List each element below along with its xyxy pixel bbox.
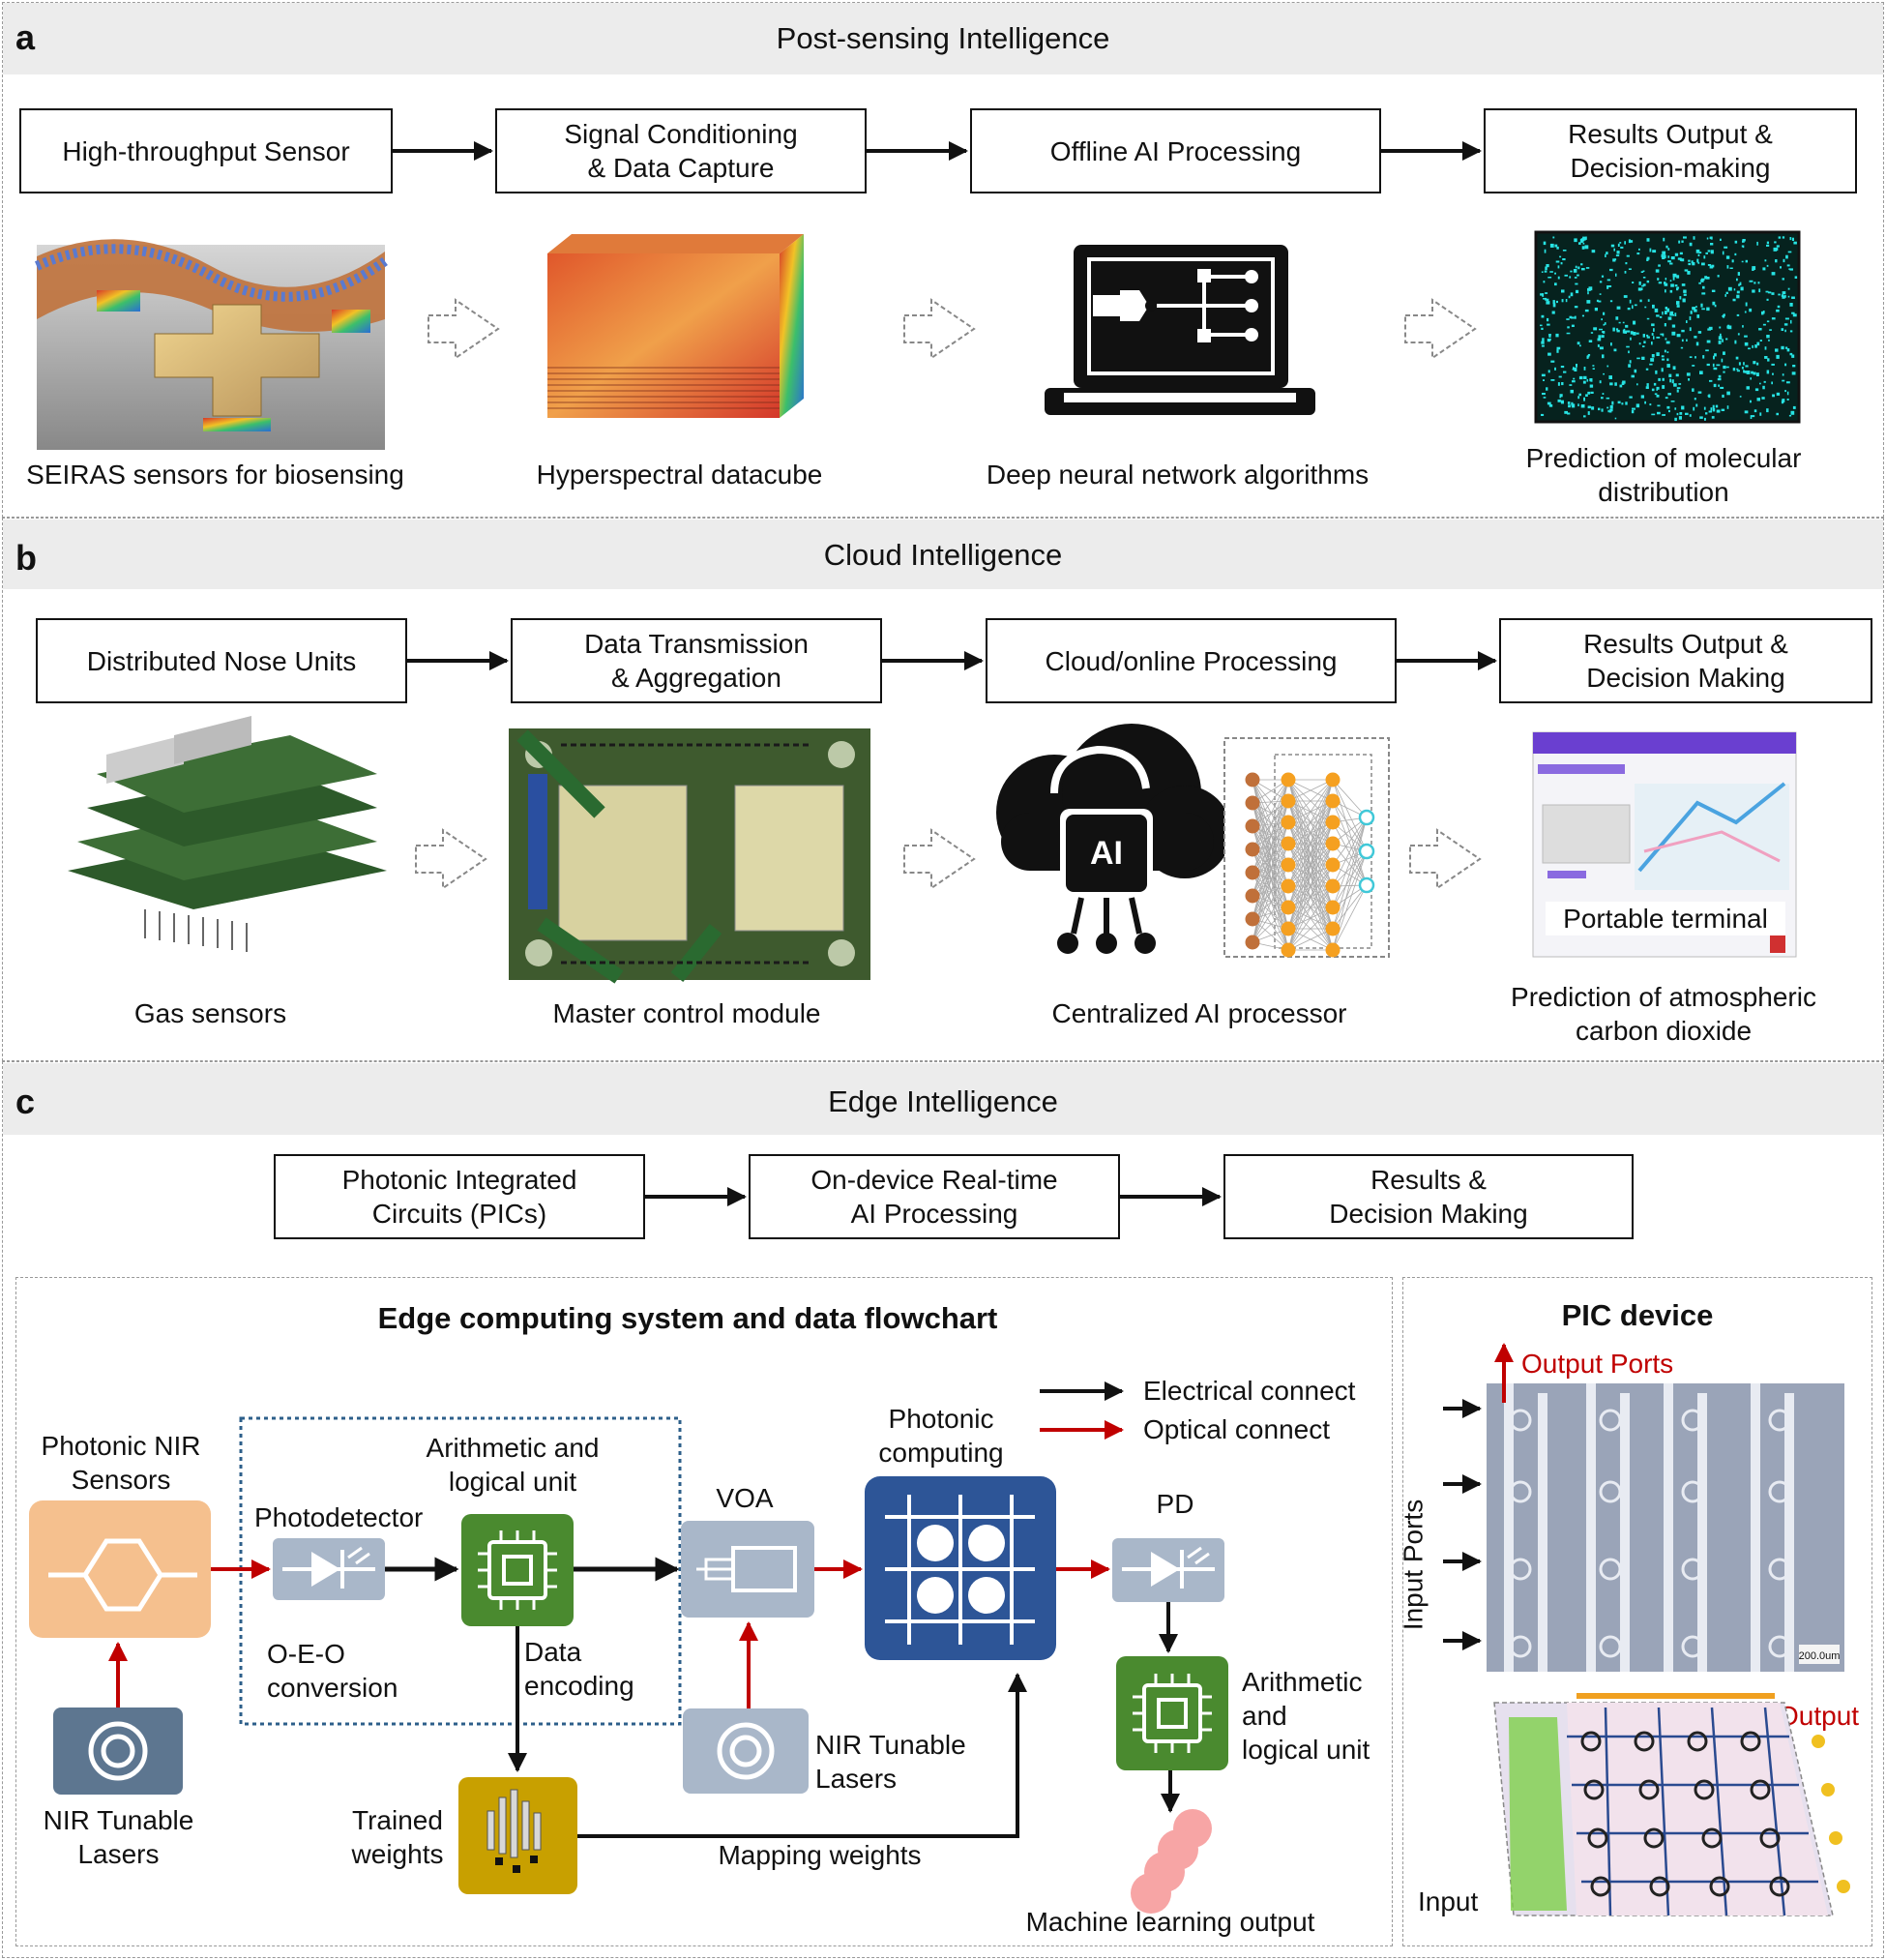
caption-centralized-ai: Centralized AI processor <box>1051 998 1347 1028</box>
label-input-ports: Input Ports <box>1398 1499 1429 1631</box>
legend-optical: Optical connect <box>1143 1414 1330 1444</box>
label-pd: PD <box>1156 1489 1194 1519</box>
label-photodetector: Photodetector <box>254 1502 424 1532</box>
label-voa: VOA <box>716 1483 774 1513</box>
box-results-output-a: Results Output & Decision-making <box>1484 108 1857 193</box>
label-alu-top: Arithmetic and logical unit <box>426 1433 600 1497</box>
box-offline-ai: Offline AI Processing <box>970 108 1381 193</box>
box-signal-conditioning: Signal Conditioning & Data Capture <box>495 108 867 193</box>
box-results-c: Results & Decision Making <box>1223 1154 1634 1239</box>
box-on-device-ai: On-device Real-time AI Processing <box>749 1154 1120 1239</box>
panel-c-title: Edge Intelligence <box>828 1084 1058 1118</box>
caption-master-control: Master control module <box>552 998 821 1028</box>
label-ml-output: Machine learning output <box>1025 1907 1315 1937</box>
label-photonic-computing: Photonic computing <box>878 1404 1004 1468</box>
panel-c-header <box>3 1063 1883 1135</box>
label-data-encoding: Data encoding <box>524 1637 634 1701</box>
panel-a-header <box>3 3 1883 74</box>
panel-b-letter: b <box>15 538 37 578</box>
caption-dnn: Deep neural network algorithms <box>986 460 1370 490</box>
panel-a-letter: a <box>15 17 36 57</box>
caption-gas-sensors: Gas sensors <box>133 998 287 1028</box>
label-nir-lasers-mid: NIR Tunable Lasers <box>815 1730 966 1794</box>
label-mapping-weights: Mapping weights <box>718 1840 922 1870</box>
caption-molecular: Prediction of molecular distribution <box>1525 443 1802 507</box>
caption-seiras: SEIRAS sensors for biosensing <box>26 460 404 490</box>
label-output-ports: Output Ports <box>1521 1349 1674 1379</box>
label-portable-terminal: Portable terminal <box>1546 902 1785 935</box>
label-alu-right: Arithmetic and logical unit <box>1242 1667 1370 1765</box>
panel-c <box>2 1061 1884 1958</box>
flowchart-title: Edge computing system and data flowchart <box>377 1301 998 1335</box>
panel-b-header <box>3 520 1883 589</box>
label-oeo: O-E-O conversion <box>267 1639 398 1703</box>
pic-device-panel <box>1402 1277 1872 1946</box>
box-data-transmission: Data Transmission & Aggregation <box>511 618 882 703</box>
label-input: Input <box>1418 1886 1479 1916</box>
legend-electrical: Electrical connect <box>1143 1376 1356 1406</box>
box-high-throughput-sensor: High-throughput Sensor <box>19 108 393 193</box>
panel-b-title: Cloud Intelligence <box>823 538 1063 572</box>
box-results-output-b: Results Output & Decision Making <box>1499 618 1872 703</box>
caption-datacube: Hyperspectral datacube <box>536 460 823 490</box>
panel-c-letter: c <box>15 1082 36 1121</box>
label-nir-sensors: Photonic NIR Sensors <box>41 1431 201 1495</box>
label-nir-lasers-left: NIR Tunable Lasers <box>43 1805 194 1869</box>
label-trained-weights: Trained weights <box>351 1805 444 1869</box>
pic-title: PIC device <box>1561 1298 1714 1332</box>
label-output: Output <box>1778 1701 1860 1731</box>
panel-a-title: Post-sensing Intelligence <box>776 21 1110 55</box>
panel-a <box>2 2 1884 518</box>
box-distributed-nose: Distributed Nose Units <box>36 618 407 703</box>
box-pics: Photonic Integrated Circuits (PICs) <box>274 1154 645 1239</box>
panel-b <box>2 518 1884 1061</box>
caption-co2: Prediction of atmospheric carbon dioxide <box>1511 982 1816 1046</box>
flowchart-panel <box>15 1277 1393 1946</box>
box-cloud-processing: Cloud/online Processing <box>986 618 1397 703</box>
